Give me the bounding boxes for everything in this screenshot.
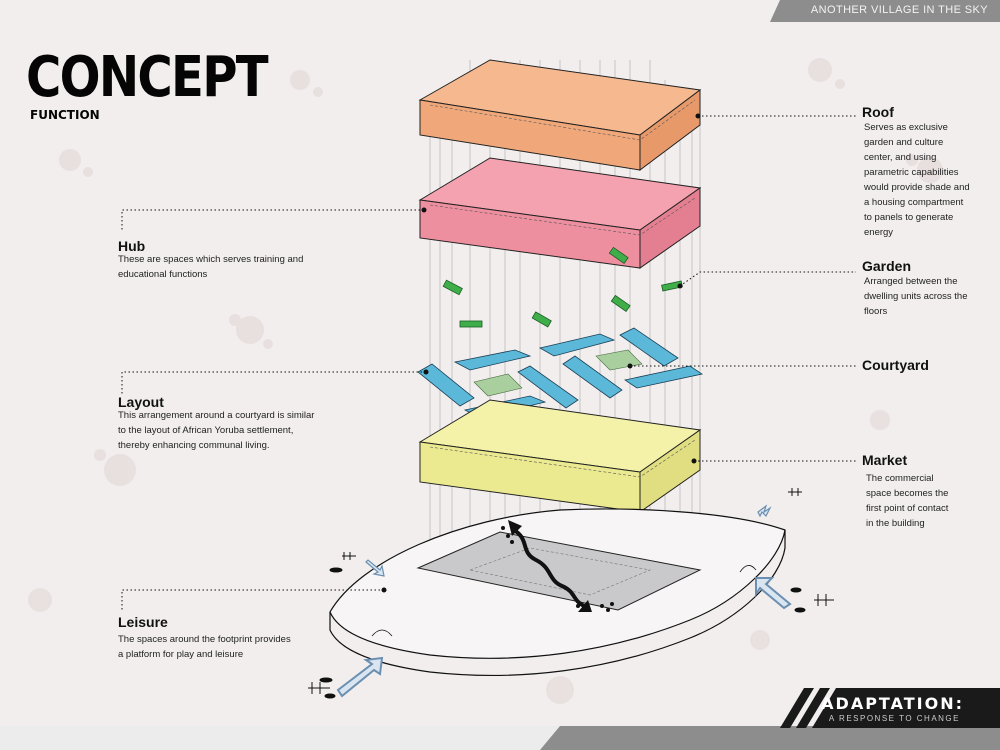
roof-desc-line: a housing compartment [864,197,964,208]
hub-label: Hub [118,238,146,254]
hub-description: These are spaces which serves training a… [118,252,378,282]
brand-tagline: A RESPONSE TO CHANGE [828,714,960,723]
leisure-description: The spaces around the footprint provides… [118,632,378,662]
footer-bar [0,726,1000,750]
leader-dots [381,113,701,593]
layout-label: Layout [118,394,164,410]
market-desc-line: The commercial [866,473,934,484]
market-desc-line: in the building [866,518,925,529]
roof-desc-line: parametric capabilities [864,167,959,178]
market-slab [418,399,702,513]
leisure-desc-line: a platform for play and leisure [118,649,244,660]
roof-slab [418,59,702,171]
market-desc-line: space becomes the [866,488,949,499]
brand-name: ADAPTATION: [821,694,964,713]
roof-label: Roof [862,104,894,120]
layout-desc-line: This arrangement around a courtyard is s… [118,410,315,421]
circulation-arrow [508,520,592,612]
header-banner: ANOTHER VILLAGE IN THE SKY [770,0,1000,22]
layout-description: This arrangement around a courtyard is s… [118,408,388,453]
leader-lines [121,115,856,612]
leisure-label: Leisure [118,614,168,630]
garden-description: Arranged between the dwelling units acro… [864,274,994,319]
roof-desc-line: center, and using [864,152,937,163]
roof-desc-line: to panels to generate [864,212,954,223]
roof-desc-line: Serves as exclusive [864,122,948,133]
market-desc-line: first point of contact [866,503,949,514]
header-banner-text: ANOTHER VILLAGE IN THE SKY [810,4,988,16]
page-subtitle: FUNCTION [30,108,100,122]
roof-description: Serves as exclusive garden and culture c… [864,120,994,240]
garden-desc-line: floors [864,306,888,317]
hub-desc-line: educational functions [118,269,208,280]
leisure-platform [329,508,786,677]
layout-desc-line: thereby enhancing communal living. [118,440,270,451]
hub-slab [418,157,702,269]
layout-blocks [417,327,704,419]
roof-desc-line: would provide shade and [864,182,970,193]
market-label: Market [862,452,908,468]
roof-desc-line: garden and culture [864,137,944,148]
site-props [308,488,834,699]
leisure-desc-line: The spaces around the footprint provides [118,634,291,645]
roof-desc-line: energy [864,227,894,238]
brand-stripes [780,688,1000,728]
garden-patches [442,246,683,328]
garden-label: Garden [862,258,912,274]
entry-arrows [336,504,792,698]
garden-desc-line: dwelling units across the [864,291,968,302]
garden-desc-line: Arranged between the [864,276,958,287]
market-description: The commercial space becomes the first p… [866,471,996,531]
page-title: CONCEPT [26,45,269,110]
hub-desc-line: These are spaces which serves training a… [118,254,304,265]
courtyard-label: Courtyard [862,357,929,373]
layout-desc-line: to the layout of African Yoruba settleme… [118,425,294,436]
people-figures [501,526,614,612]
